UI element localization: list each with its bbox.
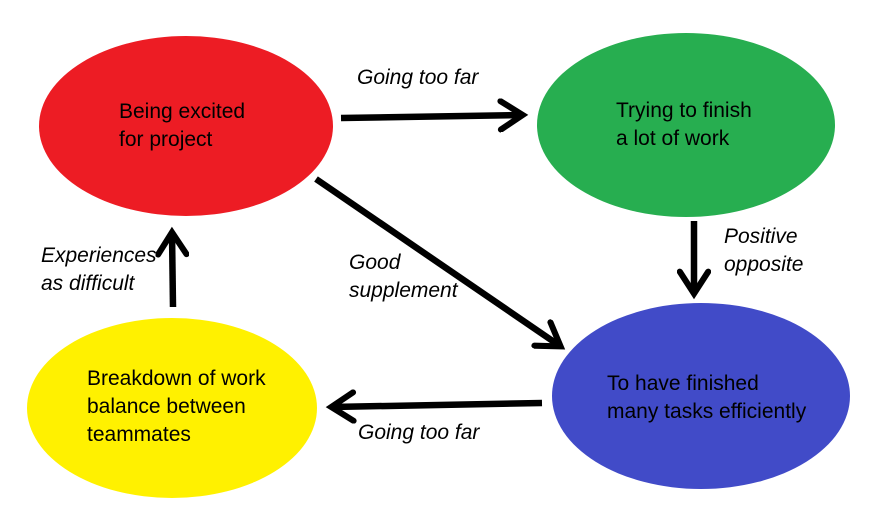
arrow-breakdown-to-excited [172, 233, 173, 308]
edge-label-good-supplement: Good supplement [349, 251, 458, 302]
node-finished-label: To have finished many tasks efficiently [607, 372, 807, 423]
edge-label-going-too-far-top: Going too far [357, 66, 479, 89]
node-trying-label: Trying to finish a lot of work [616, 99, 752, 150]
node-excited-ellipse [39, 36, 333, 216]
arrow-excited-to-trying [340, 115, 522, 118]
node-breakdown-label: Breakdown of work balance between teamma… [87, 367, 266, 446]
edge-label-positive-opposite: Positive opposite [724, 225, 804, 276]
edge-label-going-too-far-bottom: Going too far [358, 421, 480, 444]
node-breakdown-ellipse [27, 318, 317, 498]
node-trying-ellipse [537, 33, 835, 217]
arrow-excited-to-finished [314, 176, 560, 346]
edge-label-experiences-as-difficult: Experiences as difficult [41, 244, 157, 295]
arrow-finished-to-breakdown [332, 403, 543, 407]
node-excited-label: Being excited for project [119, 100, 246, 151]
node-finished-ellipse [552, 303, 850, 489]
